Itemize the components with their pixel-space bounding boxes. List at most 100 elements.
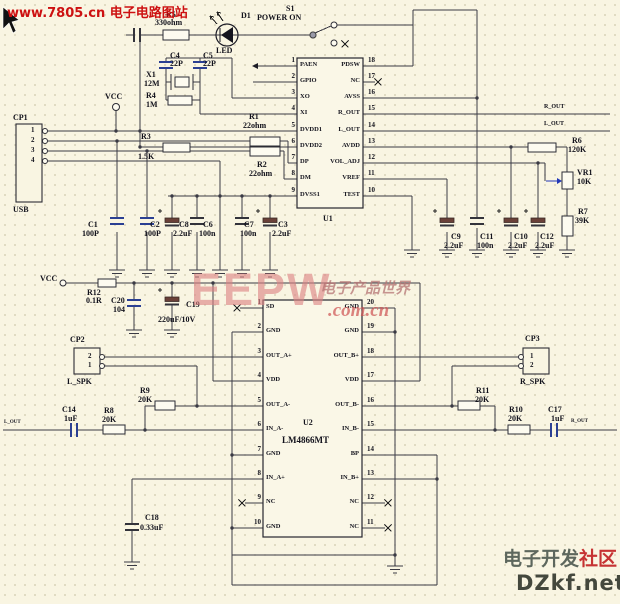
pin-number: 16 [368,88,375,96]
label: CP3 [525,334,540,343]
label: C7 [244,220,254,229]
junction-dot [114,129,118,133]
label: 120K [568,145,587,154]
connector-pin-number: 3 [31,146,35,154]
label: C14 [62,405,76,414]
label: 100n [240,229,257,238]
pin-number: 18 [368,56,375,64]
pin-label: IN_B- [342,425,359,432]
pin-number: 5 [257,396,262,404]
pin-number: 1 [257,298,262,306]
resistor-body [561,215,574,237]
label: 20K [138,395,153,404]
junction-dot [230,526,234,530]
resistor-body [561,171,574,190]
dzkf-cn-highlight: 社区 [579,548,618,570]
pin-number: 11 [368,169,375,177]
resistor-body [167,95,193,106]
label: USB [13,205,29,214]
pin-number: 17 [367,371,374,379]
junction-dot [195,194,199,198]
pin-number: 19 [367,322,374,330]
label: 10K [577,177,592,186]
junction-dot [509,145,513,149]
resistor-body [249,136,281,147]
open-terminal [112,103,120,111]
label: R_OUT [544,104,565,110]
connector-pin [42,138,48,144]
label: 22ohm [243,121,267,130]
label: C11 [480,232,494,241]
dzkf-cn-text: 电子开发 [503,548,580,570]
label: 100P [82,229,99,238]
polarized-capacitor-plate [164,217,180,223]
connector-pin [42,128,48,134]
polarized-capacitor-plate [262,217,278,223]
pin-label: DVDD1 [300,126,323,133]
label: 0.1R [86,296,102,305]
label: R2 [257,160,267,169]
label: R1 [249,112,259,121]
pin-number: 15 [367,420,374,428]
label: R3 [141,132,151,141]
pin-number: 11 [367,518,374,526]
resistor-body [97,278,117,288]
pin-label: OUT_B- [335,401,359,408]
label: LED [216,46,233,55]
label: C1 [88,220,98,229]
label: 2.2uF [535,241,555,250]
junction-dot [240,194,244,198]
connector-pin-number: 4 [31,156,35,164]
pin-label: VDD [266,376,281,383]
pin-label: SD [266,303,275,310]
label: 2.2uF [444,241,464,250]
label: U1 [323,214,333,223]
pin-number: 12 [367,493,374,501]
pin-number: 9 [291,186,296,194]
resistor-body [162,29,190,41]
pin-label: IN_B+ [340,474,359,481]
label: L_OUT [4,420,21,425]
label: 220uF/10V [158,315,196,324]
connector-pin-number: 1 [530,352,534,360]
label: C17 [548,405,562,414]
dzkf-site-watermark: DZkf.net [516,571,620,595]
pin-number: 15 [368,104,375,112]
pin-number: 9 [257,493,262,501]
pin-number: 3 [257,347,262,355]
connector-box [15,123,43,203]
polarized-capacitor-plate [530,217,546,223]
junction-dot [132,281,136,285]
open-terminal [59,279,67,287]
label: U2 [303,418,313,427]
junction-dot [143,428,147,432]
pin-label: NC [349,498,359,505]
pin-number: 7 [291,153,296,161]
label: 2.2uF [173,229,193,238]
pin-label: TEST [343,191,360,198]
connector-pin [99,363,105,369]
eepw-domain-watermark: .com.cn [328,300,390,321]
pin-label: PDSW [341,61,360,68]
label: 20K [508,414,523,423]
label: S1 [286,4,295,13]
pin-number: 14 [368,121,375,129]
ic-body-u1 [296,57,364,209]
label: 20K [475,395,490,404]
connector-pin [99,354,105,360]
pin-number: 6 [257,420,262,428]
pin-number: 10 [254,518,261,526]
junction-dot [536,161,540,165]
label: 20K [102,415,117,424]
resistor-body [102,424,126,435]
connector-box [522,347,550,375]
label: 1.5K [138,152,155,161]
pin-label: DP [300,158,309,165]
pin-label: AVSS [344,93,360,100]
label: VR1 [577,168,593,177]
pin-label: NC [349,523,359,530]
pin-number: 4 [291,104,296,112]
junction-dot [218,194,222,198]
label: R9 [140,386,150,395]
